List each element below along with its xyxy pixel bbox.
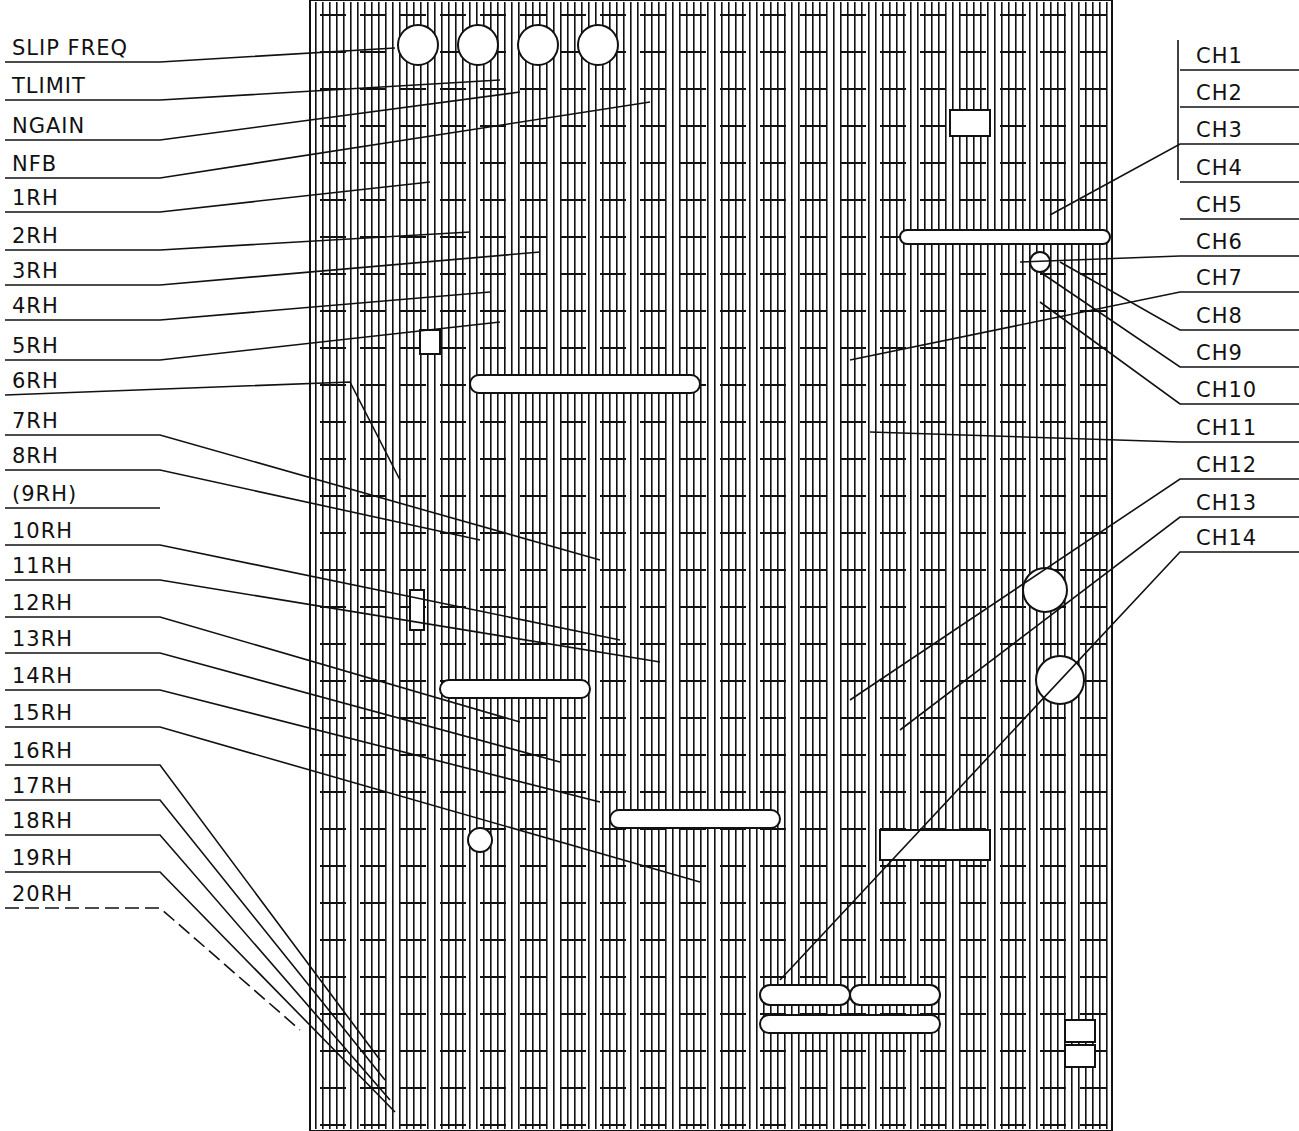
- channel-label: CH14: [1196, 526, 1257, 550]
- adjustment-label: 18RH: [12, 809, 73, 833]
- adjustment-label: TLIMIT: [12, 74, 86, 98]
- channel-label: CH12: [1196, 453, 1257, 477]
- channel-label: CH11: [1196, 416, 1257, 440]
- board-components: [398, 25, 1110, 1067]
- adjustment-label: 8RH: [12, 444, 59, 468]
- channel-label: CH4: [1196, 156, 1243, 180]
- channel-label: CH7: [1196, 266, 1243, 290]
- channel-label: CH2: [1196, 81, 1243, 105]
- channel-label: CH1: [1196, 44, 1243, 68]
- adjustment-label: SLIP FREQ: [12, 36, 128, 60]
- adjustment-label: 7RH: [12, 409, 59, 433]
- channel-label: CH9: [1196, 341, 1243, 365]
- adjustment-label: 2RH: [12, 224, 59, 248]
- adjustment-label: 17RH: [12, 774, 73, 798]
- adjustment-label: (9RH): [12, 482, 77, 506]
- channel-label: CH10: [1196, 378, 1257, 402]
- adjustment-label: 5RH: [12, 334, 59, 358]
- adjustment-label: 10RH: [12, 519, 73, 543]
- channel-label: CH3: [1196, 118, 1243, 142]
- adjustment-label: 13RH: [12, 627, 73, 651]
- adjustment-label: 20RH: [12, 882, 73, 906]
- adjustment-label: 12RH: [12, 591, 73, 615]
- adjustment-label: 14RH: [12, 664, 73, 688]
- adjustment-label: 3RH: [12, 259, 59, 283]
- channel-label: CH5: [1196, 193, 1243, 217]
- adjustment-label: 16RH: [12, 739, 73, 763]
- adjustment-label: 11RH: [12, 554, 73, 578]
- adjustment-label: NGAIN: [12, 114, 85, 138]
- board-pads: [312, 2, 1110, 1129]
- adjustment-label: 15RH: [12, 701, 73, 725]
- adjustment-label: 6RH: [12, 369, 59, 393]
- adjustment-label: 19RH: [12, 846, 73, 870]
- board-outline: [310, 0, 1112, 1131]
- adjustment-label: NFB: [12, 152, 57, 176]
- adjustment-label: 1RH: [12, 186, 59, 210]
- channel-label: CH13: [1196, 491, 1257, 515]
- channel-label: CH8: [1196, 304, 1243, 328]
- board-traces: [312, 2, 1110, 1129]
- adjustment-label: 4RH: [12, 294, 59, 318]
- channel-label: CH6: [1196, 230, 1243, 254]
- leader-lines: [5, 40, 1299, 1112]
